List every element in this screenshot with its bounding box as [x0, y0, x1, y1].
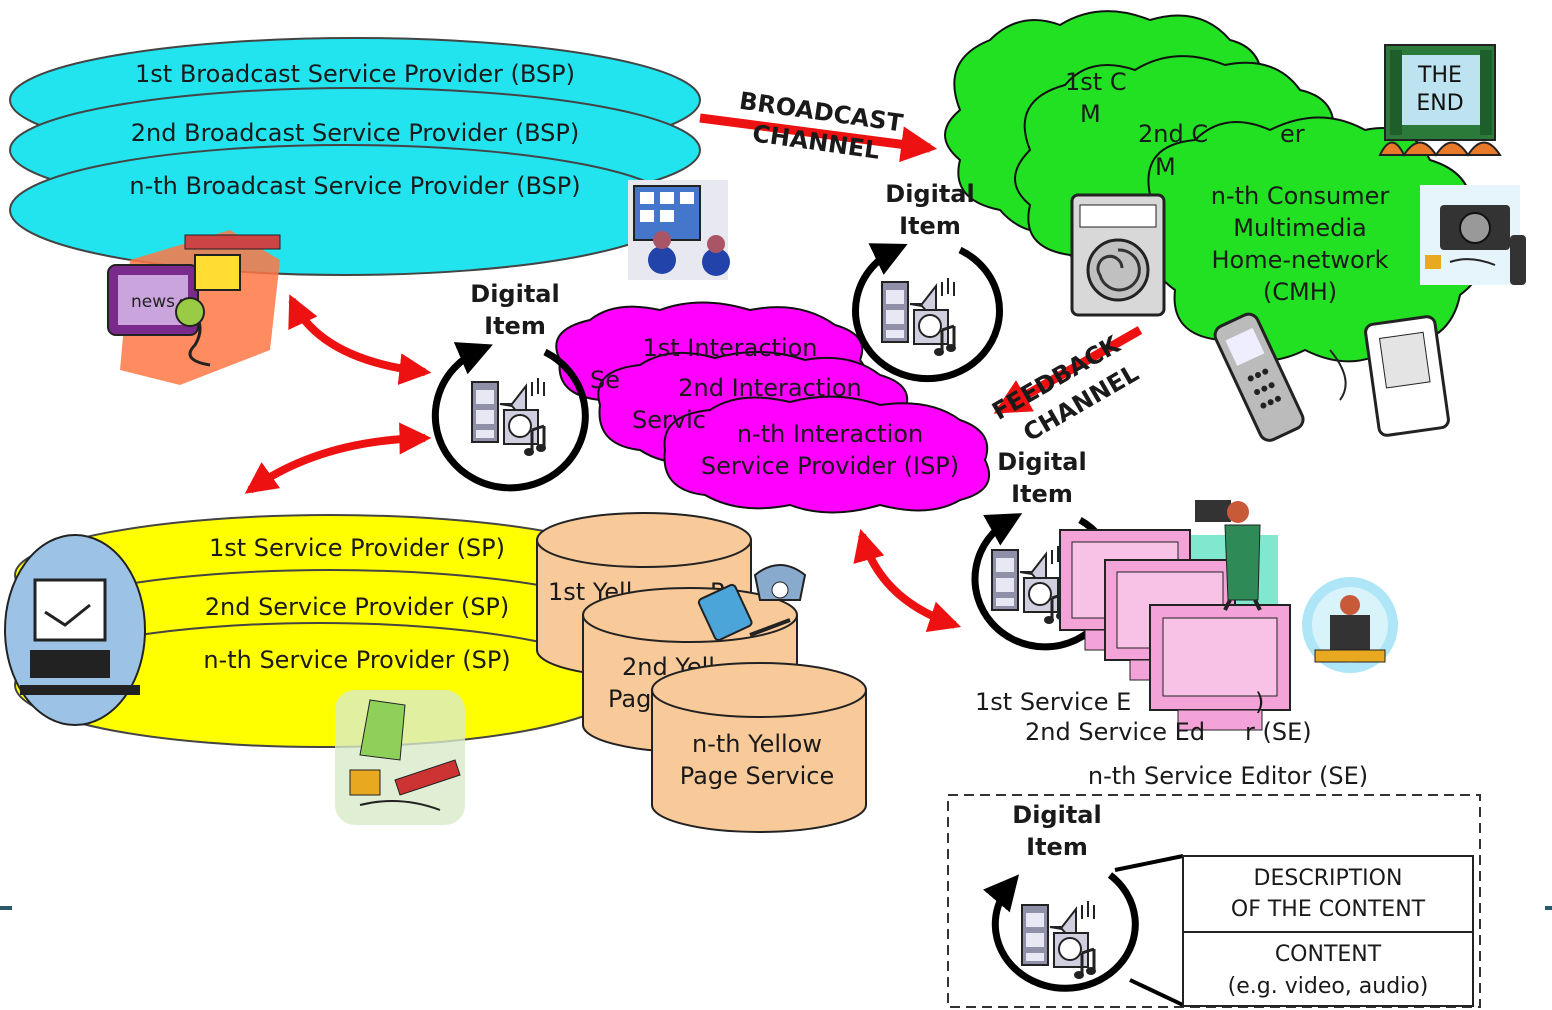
cmh-cloud-3	[1143, 116, 1484, 363]
bsp-label-2: 2nd Broadcast Service Provider (BSP)	[131, 119, 579, 147]
red-arrows	[244, 294, 962, 633]
digital-item-center: Digital Item	[431, 280, 589, 492]
bsp-ellipse-3	[9, 144, 681, 276]
the-end-a: THE	[1417, 63, 1462, 88]
isp-cloud-3	[663, 395, 990, 514]
cameraman-clipart	[1195, 500, 1262, 611]
cmh-label-1a: 1st C	[1065, 68, 1127, 96]
cmh-label-2c: M	[1155, 153, 1176, 181]
bsp-label-1: 1st Broadcast Service Provider (BSP)	[135, 60, 575, 88]
yps-stack: 1st Yell P 2nd Yell Pag n-th Yellow Page…	[536, 512, 867, 833]
cmh-label-3b: Multimedia	[1233, 214, 1366, 242]
isp-label-3a: n-th Interaction	[737, 420, 923, 448]
se-label-1a: 1st Service E	[975, 688, 1131, 716]
legend-content-b: (e.g. video, audio)	[1228, 974, 1429, 999]
isp-label-1b: Se	[590, 366, 620, 394]
legend-di-label-b: Item	[1026, 833, 1088, 861]
cmh-label-2a: 2nd C	[1138, 120, 1208, 148]
news-text: news	[131, 292, 175, 312]
cinema-screen-clipart: THE END	[1378, 44, 1502, 158]
yps-cylinder-3: n-th Yellow Page Service	[651, 662, 867, 833]
legend-content-a: CONTENT	[1275, 942, 1382, 967]
yps-label-3a: n-th Yellow	[692, 730, 822, 758]
speaker-icon	[880, 276, 958, 358]
se-label-2b: r (SE)	[1245, 718, 1312, 746]
washing-machine-clipart	[1070, 193, 1166, 317]
feedback-channel: FEEDBACK CHANNEL	[987, 326, 1143, 447]
digital-item-se-label-b: Item	[1011, 480, 1073, 508]
sp-label-3: n-th Service Provider (SP)	[203, 646, 510, 674]
se-label-2a: 2nd Service Ed	[1025, 718, 1205, 746]
news-tv-clipart: news	[107, 230, 281, 385]
digital-item-label-a: Digital	[470, 280, 559, 308]
legend-box: Digital Item DESCRIPTION OF THE CONTENT …	[947, 794, 1481, 1008]
yps-label-2b: Pag	[608, 685, 651, 713]
people-at-computer-clipart	[628, 180, 730, 280]
cmh-label-3d: (CMH)	[1263, 278, 1337, 306]
cmh-label-3c: Home-network	[1212, 246, 1389, 274]
isp-label-1a: 1st Interaction	[642, 334, 817, 362]
se-label-1b: )	[1255, 688, 1264, 716]
digital-item-top-label-a: Digital	[885, 180, 974, 208]
se-stack: 1st Service E ) 2nd Service Ed r (SE) n-…	[975, 529, 1368, 790]
music-note-icon	[990, 544, 1068, 626]
collage-clipart	[335, 690, 465, 825]
cd-icon	[1020, 899, 1098, 981]
broadcast-channel: BROADCAST CHANNEL	[699, 87, 938, 165]
digital-item-top: Digital Item	[852, 180, 1003, 383]
film-strip-icon	[470, 376, 548, 458]
legend-description-b: OF THE CONTENT	[1231, 897, 1426, 922]
pda-icon	[1329, 315, 1450, 437]
the-end-b: END	[1416, 91, 1463, 116]
isp-stack: 1st Interaction Se 2nd Interaction Servi…	[555, 301, 990, 514]
bsp-stack: 1st Broadcast Service Provider (BSP) 2nd…	[9, 37, 701, 276]
legend-description-a: DESCRIPTION	[1254, 866, 1403, 891]
digital-item-label-b: Item	[484, 312, 546, 340]
isp-label-3b: Service Provider (ISP)	[701, 452, 959, 480]
digital-item-top-label-b: Item	[899, 212, 961, 240]
sp-stack: 1st Service Provider (SP) 2nd Service Pr…	[14, 514, 646, 748]
digital-item-se-label-a: Digital	[997, 448, 1086, 476]
se-label-3: n-th Service Editor (SE)	[1088, 762, 1368, 790]
isp-label-2a: 2nd Interaction	[678, 374, 862, 402]
sp-label-1: 1st Service Provider (SP)	[209, 534, 505, 562]
bsp-label-3: n-th Broadcast Service Provider (BSP)	[129, 172, 580, 200]
legend-di-label-a: Digital	[1012, 801, 1101, 829]
mobile-phone-icon	[1213, 312, 1305, 442]
cmh-label-1b: M	[1080, 100, 1101, 128]
yps-label-3b: Page Service	[680, 762, 834, 790]
computer-clipart	[4, 534, 146, 726]
cmh-label-2b: er	[1280, 120, 1305, 148]
monitor-icon-3	[1149, 604, 1291, 731]
telephone-icon	[697, 564, 807, 641]
cmh-stack: 1st C M 2nd C er M n-th Consumer Multime…	[944, 10, 1484, 363]
cmh-label-3a: n-th Consumer	[1211, 182, 1390, 210]
isp-label-2b: Servic	[632, 406, 706, 434]
computer-user-clipart	[1302, 577, 1398, 673]
camera-icon	[1420, 185, 1526, 285]
sp-label-2: 2nd Service Provider (SP)	[205, 593, 510, 621]
